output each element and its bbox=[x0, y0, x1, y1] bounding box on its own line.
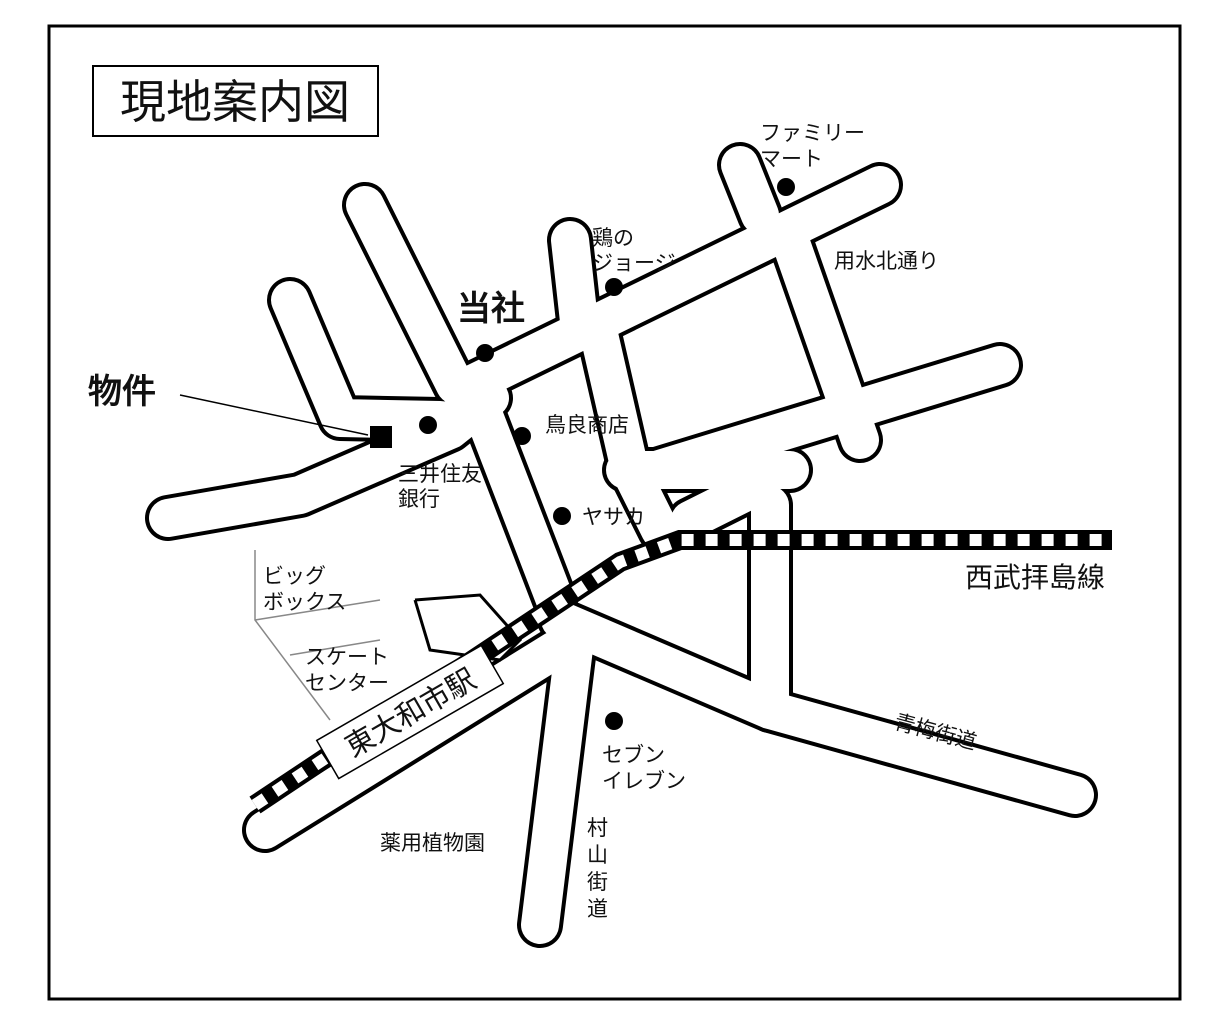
skate-center-label: スケート bbox=[305, 645, 389, 669]
title-box bbox=[92, 65, 379, 137]
yasaka-label: ヤサカ bbox=[582, 505, 645, 529]
bigbox-label: ビッグ bbox=[263, 564, 326, 588]
familymart-label-2: マート bbox=[760, 147, 823, 171]
landmark-dots bbox=[419, 178, 795, 730]
bigbox-label-2: ボックス bbox=[263, 590, 346, 614]
property-pointer-line bbox=[179, 394, 369, 436]
seven-eleven-label-2: イレブン bbox=[602, 769, 686, 793]
yasaka-dot bbox=[553, 507, 571, 525]
toriyoshi-label: 鳥良商店 bbox=[545, 413, 629, 437]
murayama-road-label-3: 街 bbox=[587, 870, 608, 894]
property-label: 物件 bbox=[88, 372, 156, 412]
office-dot bbox=[476, 344, 494, 362]
seven-eleven-dot bbox=[605, 712, 623, 730]
tori-george-label-2: ジョージ bbox=[592, 251, 676, 275]
property-marker bbox=[370, 426, 392, 448]
office-label: 当社 bbox=[457, 289, 525, 329]
smbc-label: 三井住友 bbox=[398, 462, 482, 486]
seven-eleven-label: セブン bbox=[602, 743, 665, 767]
murayama-road-label-1: 村 bbox=[587, 816, 608, 840]
murayama-road-label-2: 山 bbox=[587, 843, 608, 867]
murayama-road-label-4: 道 bbox=[587, 897, 608, 921]
seibu-line-label: 西武拝島線 bbox=[965, 561, 1105, 594]
map-title: 現地案内図 bbox=[120, 75, 350, 129]
familymart-dot bbox=[777, 178, 795, 196]
smbc-label-2: 銀行 bbox=[398, 487, 440, 511]
yousui-street-label: 用水北通り bbox=[834, 249, 939, 273]
tori-george-dot bbox=[605, 278, 623, 296]
skate-center-label-2: センター bbox=[305, 671, 389, 695]
herb-garden-label: 薬用植物園 bbox=[380, 831, 485, 855]
toriyoshi-dot bbox=[513, 427, 531, 445]
smbc-dot bbox=[419, 416, 437, 434]
facility-lines bbox=[254, 550, 381, 721]
tori-george-label: 鶏の bbox=[592, 226, 634, 250]
familymart-label: ファミリー bbox=[760, 121, 865, 145]
